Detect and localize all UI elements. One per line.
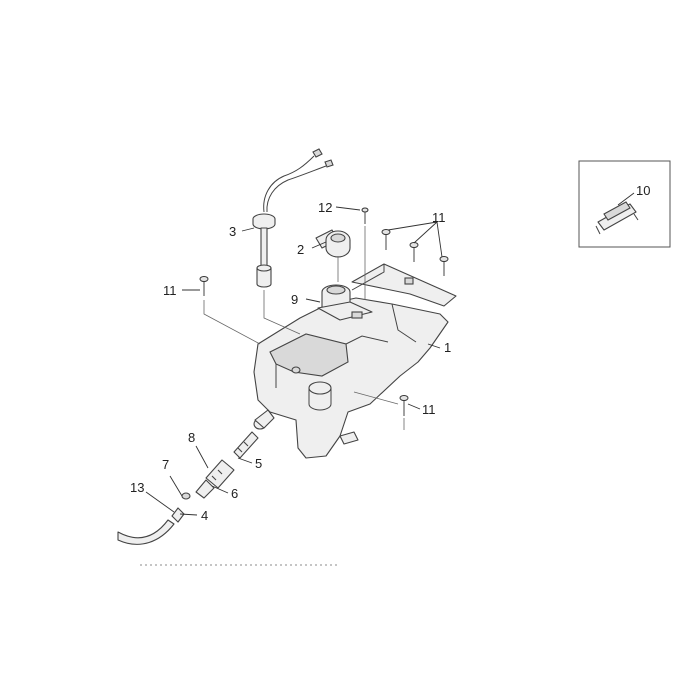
screw-11-left [199,276,209,296]
callout-12: 12 [318,200,332,215]
screw-11-lower [399,395,409,416]
callout-8: 8 [188,430,195,445]
callout-13: 13 [130,480,144,495]
callout-11-left: 11 [163,283,177,298]
callout-10: 10 [636,183,650,198]
callout-1: 1 [444,340,451,355]
callout-6: 6 [231,486,238,501]
screw-11-upper-b [409,242,419,262]
assembly-lines [140,226,405,566]
callout-11-top: 11 [432,210,446,225]
callout-4: 4 [201,508,208,523]
screw-11-upper-a [381,229,391,250]
callout-9: 9 [291,292,298,307]
callout-3: 3 [229,224,236,239]
level-sender [252,148,334,288]
screw-11-upper-c [439,256,449,276]
outlet-fitting [171,431,259,523]
clip-part [595,201,639,235]
callout-labels: 1 2 3 4 5 6 7 8 9 10 11 11 11 12 13 [130,183,650,523]
inset-detail-box [578,160,671,248]
fuel-cap [315,229,351,258]
callout-2: 2 [297,242,304,257]
callout-11-lower: 11 [422,402,436,417]
callout-5: 5 [255,456,262,471]
fuel-tank [253,263,457,459]
screw-12 [361,207,369,224]
callout-7: 7 [162,457,169,472]
fuel-hose [117,519,175,545]
callout-leaders [145,206,443,516]
